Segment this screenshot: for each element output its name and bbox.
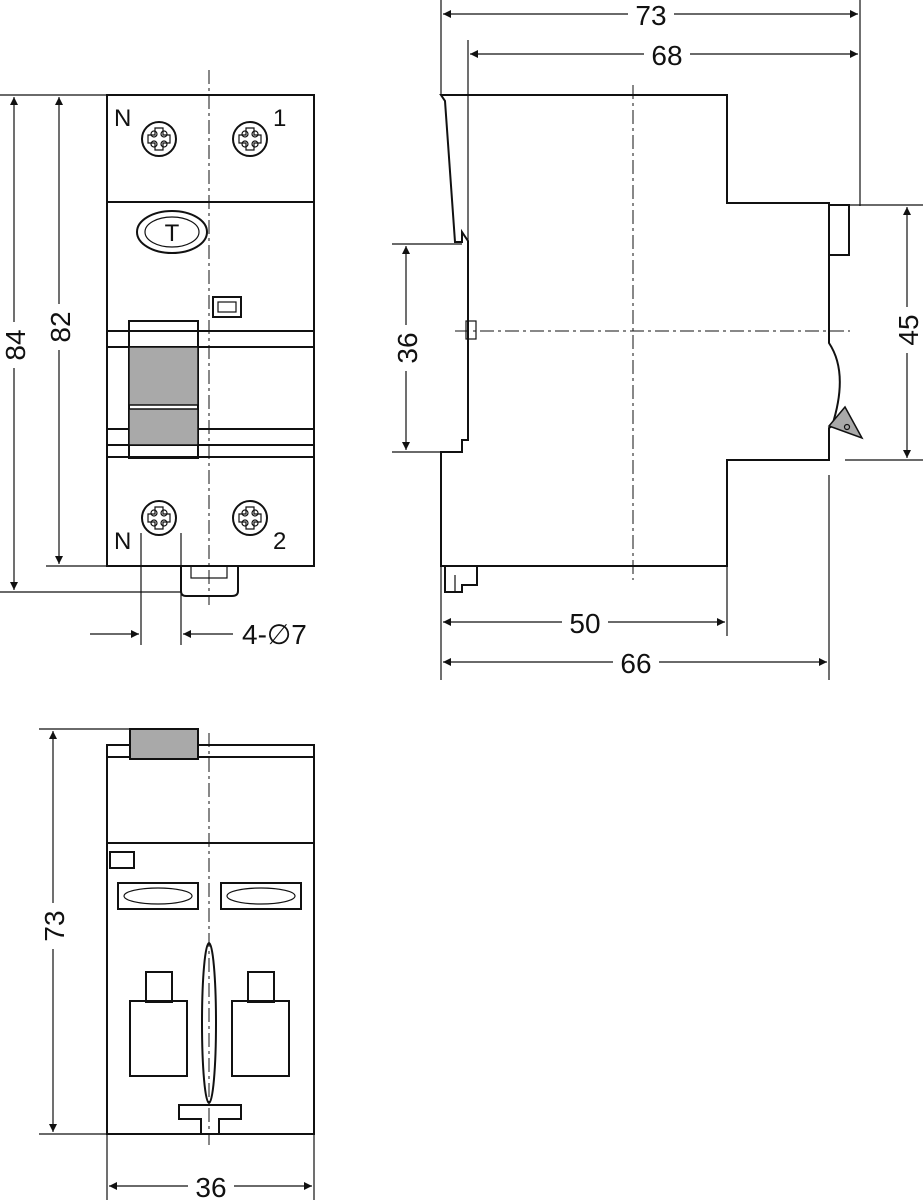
bottom-toggle-gray [129,728,199,760]
dim-base-depth-label: 66 [620,648,651,679]
toggle-lever-lower-gray [128,408,199,446]
dim-bottom-height-label: 73 [39,910,70,941]
bottom-indicator [109,851,135,869]
screw-terminal-icon [141,121,177,157]
side-toggle-tip [827,405,864,440]
dim-front-depth-label: 68 [651,40,682,71]
dim-holes-label: 4-∅7 [242,619,307,650]
side-clip [444,566,478,593]
side-view: 73 68 36 45 50 66 [391,0,923,680]
indicator-window [212,296,242,318]
dim-total-depth-label: 73 [635,0,666,31]
bottom-clip [178,1104,242,1135]
dim-body-height-label: 82 [45,311,76,342]
bottom-center-rib [201,942,217,1104]
terminal-label-top-right: 1 [273,105,286,132]
bottom-slot-right [220,882,302,910]
terminal-label-bottom-left: N [114,528,131,555]
side-rail-notch [465,320,477,340]
screw-terminal-icon [141,500,177,536]
dim-bottom-width-label: 36 [195,1172,226,1200]
dim-rail-label: 36 [392,332,423,363]
dim-inner-depth-label: 50 [569,608,600,639]
bottom-terminal-left [129,1000,188,1077]
front-view: N 1 N 2 T 84 82 4-∅7 [0,70,315,650]
side-test-button [828,204,850,256]
bottom-view: 73 36 [38,728,315,1200]
terminal-label-top-left: N [114,105,131,132]
terminal-label-bottom-right: 2 [273,528,286,555]
toggle-lever-upper-gray [128,346,199,406]
test-button-icon [136,210,208,254]
test-button-symbol: T [165,220,180,247]
screw-terminal-icon [232,500,268,536]
dim-total-height-label: 84 [0,329,31,360]
dim-front-height-label: 45 [893,314,923,345]
screw-terminal-icon [232,121,268,157]
bottom-slot-left [117,882,199,910]
bottom-terminal-right [231,1000,290,1077]
